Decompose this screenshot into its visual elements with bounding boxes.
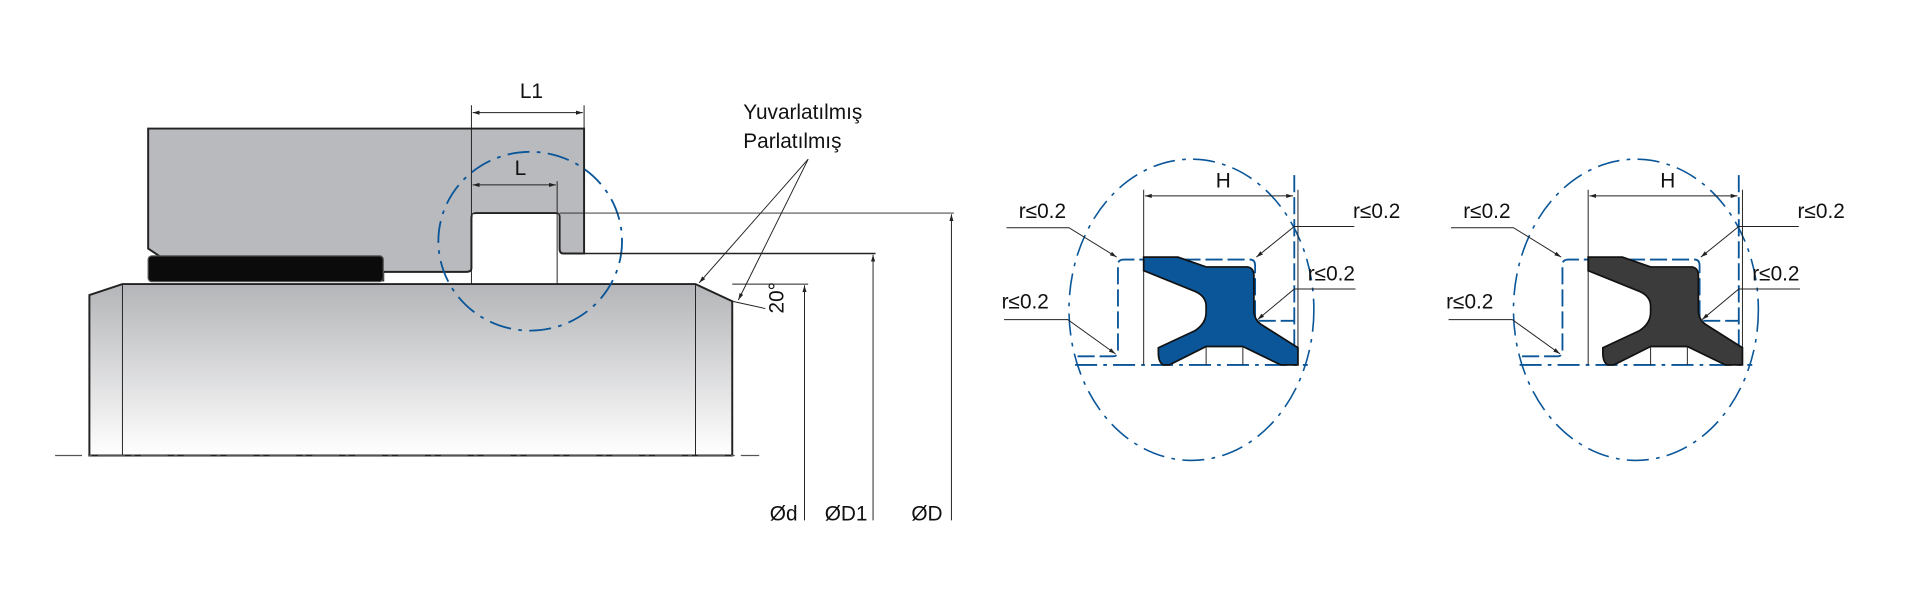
- piston-seal-profile: [1587, 256, 1744, 366]
- dimension-label-L: L: [515, 157, 527, 180]
- wiper-seal-rod: [147, 255, 384, 283]
- dimension-label-H: H: [1216, 169, 1231, 192]
- radius-leader: [1006, 227, 1117, 258]
- radius-leader: [1701, 288, 1800, 320]
- radius-label-mid-right: r≤0.2: [1308, 262, 1355, 285]
- dimension-label-D1: ØD1: [825, 502, 868, 525]
- angle-label: 20°: [766, 282, 789, 313]
- detail-view-blue: H r≤0.2 r≤0.2 r≤0.2 r≤0.2: [1002, 158, 1400, 462]
- angle-leader: [732, 300, 766, 310]
- radius-label-top-left: r≤0.2: [1463, 200, 1510, 223]
- radius-leader: [1448, 319, 1561, 355]
- piston-seal-profile: [1142, 256, 1299, 366]
- radius-label-top-left: r≤0.2: [1019, 200, 1066, 223]
- radius-label-mid-right: r≤0.2: [1752, 262, 1799, 285]
- radius-label-bottom-left: r≤0.2: [1002, 291, 1049, 314]
- detail-boundary-circle: [1068, 158, 1315, 462]
- note-leader: [698, 158, 809, 284]
- housing: [147, 127, 586, 282]
- radius-label-top-right: r≤0.2: [1798, 200, 1845, 223]
- detail-callout-circle: [437, 150, 623, 332]
- dimension-label-D: ØD: [911, 502, 942, 525]
- dimension-label-H: H: [1660, 169, 1675, 192]
- note-leader: [737, 158, 809, 301]
- groove-cavity: [472, 214, 559, 283]
- dimension-label-d: Ød: [770, 502, 798, 525]
- main-section-view: L1 L ØD ØD1 Ød 20° Yuvarlatılmış Parlatı…: [55, 80, 954, 525]
- dimension-label-L1: L1: [520, 80, 543, 103]
- detail-view-dark: H r≤0.2 r≤0.2 r≤0.2 r≤0.2: [1446, 158, 1845, 462]
- radius-leader: [1256, 226, 1355, 258]
- radius-label-bottom-left: r≤0.2: [1446, 291, 1493, 314]
- radius-leader: [1700, 226, 1799, 258]
- shaft: [88, 283, 734, 457]
- radius-label-top-right: r≤0.2: [1353, 200, 1400, 223]
- radius-leader: [1451, 227, 1562, 258]
- detail-boundary-circle: [1512, 158, 1760, 462]
- note-rounded: Yuvarlatılmış: [743, 101, 862, 124]
- radius-leader: [1004, 319, 1116, 355]
- note-polished: Parlatılmış: [743, 130, 841, 153]
- radius-leader: [1257, 288, 1356, 320]
